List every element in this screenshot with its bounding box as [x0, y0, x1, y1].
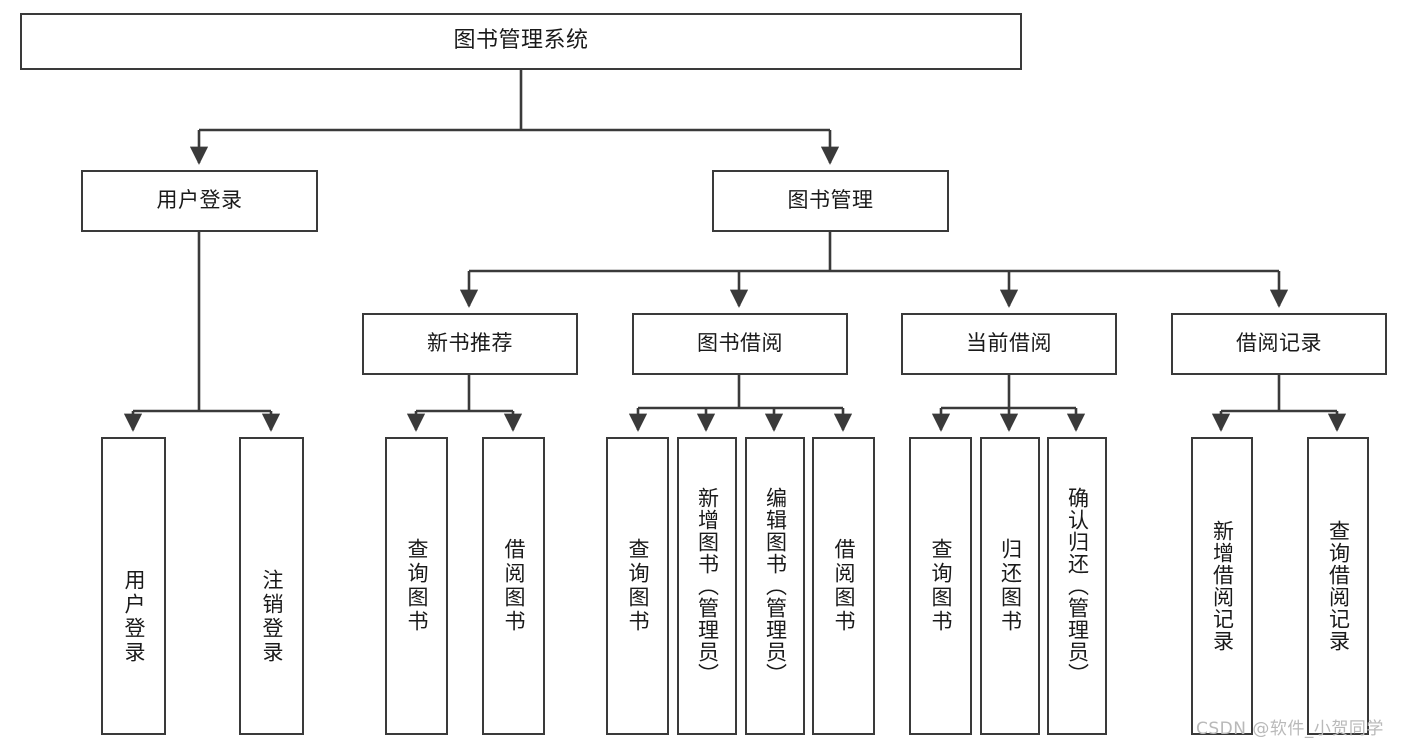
leaf-new-book-query-book[interactable]: 查询图书 [385, 437, 448, 735]
node-user-login[interactable]: 用户登录 [81, 170, 318, 232]
node-label: 新书推荐 [427, 331, 513, 356]
node-current-borrow[interactable]: 当前借阅 [901, 313, 1117, 375]
node-book-borrow[interactable]: 图书借阅 [632, 313, 848, 375]
leaf-current-borrow-return-book[interactable]: 归还图书 [980, 437, 1040, 735]
leaf-book-borrow-query-book[interactable]: 查询图书 [606, 437, 669, 735]
leaf-book-borrow-add-book-admin[interactable]: 新增图书（管理员） [677, 437, 737, 735]
node-label: 用户登录 [156, 188, 243, 213]
node-label: 编辑图书（管理员） [763, 487, 788, 685]
leaf-user-login-login[interactable]: 用户登录 [101, 437, 166, 735]
node-label: 用户登录 [122, 569, 146, 665]
node-label: 借阅记录 [1236, 331, 1322, 356]
leaf-borrow-record-add-record[interactable]: 新增借阅记录 [1191, 437, 1253, 735]
leaf-user-login-logout[interactable]: 注销登录 [239, 437, 304, 735]
node-label: 查询图书 [626, 538, 650, 634]
leaf-new-book-borrow-book[interactable]: 借阅图书 [482, 437, 545, 735]
node-new-book-recommend[interactable]: 新书推荐 [362, 313, 578, 375]
leaf-book-borrow-borrow-book[interactable]: 借阅图书 [812, 437, 875, 735]
node-label: 图书借阅 [697, 331, 783, 356]
node-label: 确认归还（管理员） [1065, 487, 1090, 685]
node-root-book-management-system[interactable]: 图书管理系统 [20, 13, 1022, 70]
node-label: 查询图书 [929, 538, 953, 634]
node-label: 新增图书（管理员） [695, 487, 720, 685]
node-label: 查询借阅记录 [1326, 520, 1351, 652]
node-book-management[interactable]: 图书管理 [712, 170, 949, 232]
node-borrow-record[interactable]: 借阅记录 [1171, 313, 1387, 375]
node-label: 图书管理系统 [453, 28, 589, 54]
node-label: 图书管理 [787, 188, 874, 213]
node-label: 查询图书 [405, 538, 429, 634]
node-label: 注销登录 [260, 569, 284, 665]
node-label: 借阅图书 [832, 538, 856, 634]
leaf-book-borrow-edit-book-admin[interactable]: 编辑图书（管理员） [745, 437, 805, 735]
node-label: 归还图书 [998, 538, 1023, 634]
node-label: 当前借阅 [966, 331, 1052, 356]
node-label: 新增借阅记录 [1210, 520, 1235, 652]
leaf-current-borrow-confirm-return-admin[interactable]: 确认归还（管理员） [1047, 437, 1107, 735]
leaf-current-borrow-query-book[interactable]: 查询图书 [909, 437, 972, 735]
node-label: 借阅图书 [502, 538, 526, 634]
watermark: CSDN @软件_小贺同学 [1196, 719, 1384, 739]
leaf-borrow-record-query-record[interactable]: 查询借阅记录 [1307, 437, 1369, 735]
